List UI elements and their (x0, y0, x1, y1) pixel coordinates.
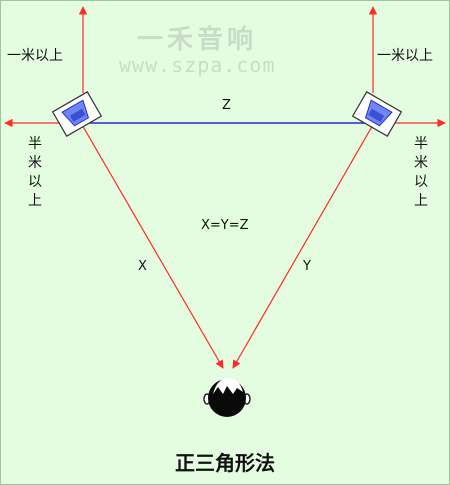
watermark-title: 一禾音响 (137, 25, 258, 55)
label-side-right-char: 米 (414, 155, 428, 171)
label-side-left-char: 上 (28, 193, 42, 209)
line-x (80, 122, 224, 369)
label-side-right-char: 以 (414, 174, 428, 190)
label-side-left-char: 米 (28, 155, 42, 171)
label-equation: X=Y=Z (201, 218, 249, 233)
label-side-right: 半 米 以 上 (413, 135, 429, 211)
label-top-left: 一米以上 (7, 48, 63, 64)
diagram-caption: 正三角形法 (175, 451, 275, 475)
watermark-url: www.szpa.com (119, 53, 276, 77)
label-edge-z: Z (222, 98, 231, 113)
label-side-left-char: 以 (28, 174, 42, 190)
label-side-right-char: 半 (414, 136, 428, 152)
label-side-left: 半 米 以 上 (27, 135, 43, 211)
speaker-right-icon (351, 91, 403, 137)
label-side-left-char: 半 (28, 136, 42, 152)
label-side-right-char: 上 (414, 193, 428, 209)
label-top-right: 一米以上 (377, 48, 433, 64)
label-edge-x: X (138, 259, 147, 274)
line-y (232, 122, 375, 369)
speaker-left-icon (51, 91, 103, 137)
listener-head-icon (203, 378, 251, 417)
label-edge-y: Y (303, 259, 311, 274)
